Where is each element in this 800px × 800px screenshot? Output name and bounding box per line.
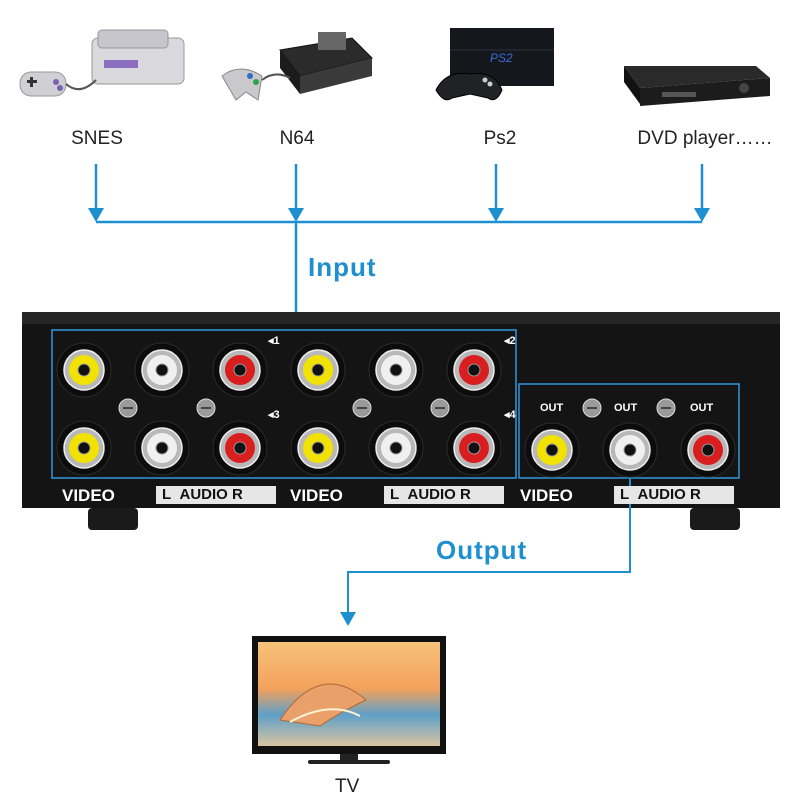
audio-left-label: L (390, 486, 400, 503)
screw-icon (582, 398, 602, 418)
video-label-1: VIDEO (62, 486, 115, 505)
output-label: Output (436, 535, 528, 565)
device-label-dvd: DVD player…… (637, 128, 773, 149)
rca-jack-audio-left (134, 420, 190, 476)
channel-number: 2 (509, 335, 516, 347)
rca-jack-audio-left (602, 422, 658, 478)
channel-4-label: ◂4 (504, 409, 516, 421)
channel-1-label: ◂1 (268, 335, 280, 347)
rca-jack-video (56, 420, 112, 476)
video-label-2: VIDEO (290, 486, 343, 505)
screw-icon (352, 398, 372, 418)
audio-left-label: L (620, 486, 630, 503)
rca-jack-audio-right (680, 422, 736, 478)
rca-jack-video (290, 420, 346, 476)
n64-console-image (221, 32, 373, 101)
rca-jack-audio-right (446, 342, 502, 398)
output-flow-line (347, 478, 631, 614)
audio-word: AUDIO (407, 486, 456, 503)
audio-right-label: R (690, 486, 701, 503)
audio-tag-1: L AUDIO R (156, 486, 276, 504)
snes-console-image (19, 29, 185, 97)
rca-jack-audio-left (368, 420, 424, 476)
tv-image (252, 636, 446, 764)
input-label: Input (308, 252, 377, 282)
rca-jack-video (56, 342, 112, 398)
channel-3-label: ◂3 (268, 409, 280, 421)
out-label-right: OUT (690, 402, 714, 414)
channel-number: 4 (509, 409, 516, 421)
input-flow-arrows (94, 164, 704, 316)
out-label-left: OUT (614, 402, 638, 414)
audio-tag-out: L AUDIO R (614, 486, 734, 504)
video-label-out: VIDEO (520, 486, 573, 505)
screw-icon (118, 398, 138, 418)
audio-right-label: R (232, 486, 243, 503)
tv-label: TV (335, 776, 360, 797)
output-arrow-head (340, 612, 356, 626)
rca-jack-video (290, 342, 346, 398)
rca-jack-audio-right (212, 342, 268, 398)
screw-icon (656, 398, 676, 418)
device-label-n64: N64 (279, 128, 315, 149)
screw-icon (430, 398, 450, 418)
audio-word: AUDIO (637, 486, 686, 503)
rca-jack-audio-left (368, 342, 424, 398)
dvd-player-image (624, 66, 770, 106)
out-label-video: OUT (540, 402, 564, 414)
device-label-ps2: Ps2 (483, 128, 517, 149)
screw-icon (196, 398, 216, 418)
channel-2-label: ◂2 (504, 335, 516, 347)
audio-left-label: L (162, 486, 172, 503)
channel-number: 3 (273, 409, 280, 421)
audio-right-label: R (460, 486, 471, 503)
ps2-console-image: PS2 (435, 28, 554, 101)
audio-tag-2: L AUDIO R (384, 486, 504, 504)
audio-word: AUDIO (179, 486, 228, 503)
svg-text:PS2: PS2 (490, 51, 513, 65)
rca-jack-video (524, 422, 580, 478)
channel-number: 1 (273, 335, 280, 347)
device-label-snes: SNES (71, 128, 123, 149)
rca-jack-audio-right (212, 420, 268, 476)
rca-jack-audio-right (446, 420, 502, 476)
rca-jack-audio-left (134, 342, 190, 398)
